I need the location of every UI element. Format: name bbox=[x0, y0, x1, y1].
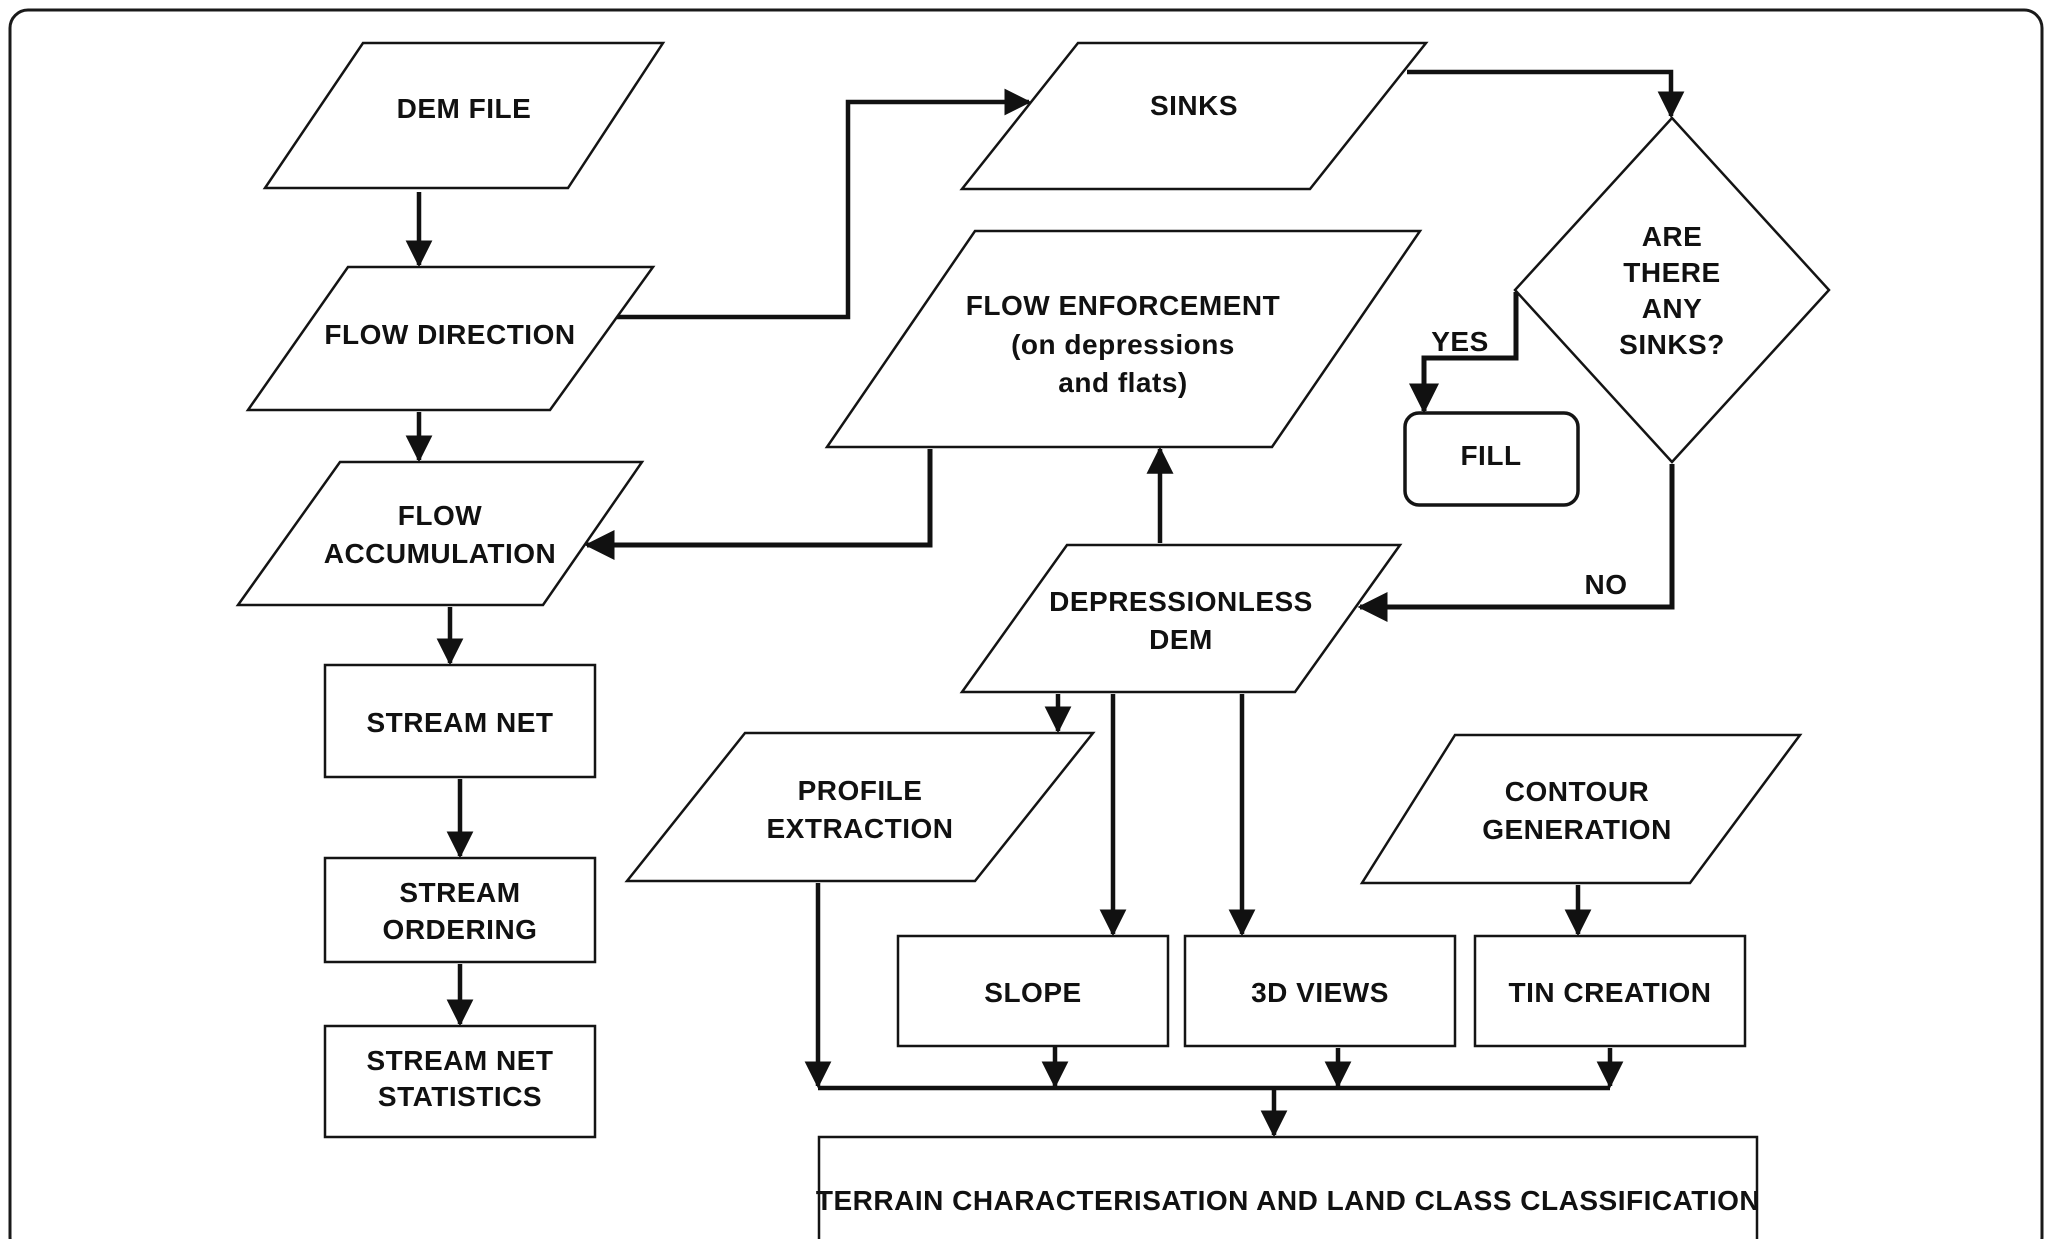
node-flow-direction: FLOW DIRECTION bbox=[245, 265, 656, 412]
edge-decision-yes-to-fill bbox=[1409, 292, 1519, 414]
contour-generation-label-line2: GENERATION bbox=[1482, 814, 1672, 845]
profile-extraction-shape bbox=[624, 731, 1096, 883]
node-flow-accumulation: FLOW ACCUMULATION bbox=[235, 460, 645, 607]
sinks-decision-label-line2: THERE bbox=[1623, 257, 1720, 288]
node-flow-enforcement: FLOW ENFORCEMENT (on depressions and fla… bbox=[824, 229, 1423, 449]
stream-net-statistics-label-line1: STREAM NET bbox=[367, 1045, 554, 1076]
stream-net-shape bbox=[323, 663, 597, 779]
terrain-characterisation-label: TERRAIN CHARACTERISATION AND LAND CLASS … bbox=[816, 1185, 1760, 1216]
sinks-shape bbox=[959, 41, 1429, 191]
node-contour-generation: CONTOUR GENERATION bbox=[1359, 733, 1803, 885]
node-fill: FILL bbox=[1403, 411, 1580, 507]
node-tin-creation: TIN CREATION bbox=[1473, 934, 1747, 1048]
sinks-decision-shape bbox=[1513, 116, 1831, 464]
node-stream-net-statistics: STREAM NET STATISTICS bbox=[323, 1024, 597, 1139]
3d-views-shape bbox=[1183, 934, 1457, 1048]
contour-generation-shape bbox=[1359, 733, 1803, 885]
fill-shape bbox=[1403, 411, 1580, 507]
fill-label: FILL bbox=[1460, 440, 1521, 471]
flow-enforcement-label-line3: and flats) bbox=[1058, 367, 1187, 398]
flow-enforcement-label-line2: (on depressions bbox=[1011, 329, 1235, 360]
stream-net-statistics-label-line2: STATISTICS bbox=[378, 1081, 542, 1112]
flow-enforcement-shape bbox=[824, 229, 1423, 449]
edge-label-yes: YES bbox=[1431, 326, 1489, 357]
stream-net-statistics-shape bbox=[323, 1024, 597, 1139]
node-profile-extraction: PROFILE EXTRACTION bbox=[624, 731, 1096, 883]
profile-extraction-label-line2: EXTRACTION bbox=[767, 813, 954, 844]
node-terrain-characterisation: TERRAIN CHARACTERISATION AND LAND CLASS … bbox=[816, 1135, 1760, 1239]
stream-ordering-label-line1: STREAM bbox=[399, 877, 520, 908]
node-3d-views: 3D VIEWS bbox=[1183, 934, 1457, 1048]
terrain-characterisation-shape bbox=[817, 1135, 1759, 1239]
depressionless-dem-label-line1: DEPRESSIONLESS bbox=[1049, 586, 1313, 617]
flow-direction-shape bbox=[245, 265, 656, 412]
contour-generation-label-line1: CONTOUR bbox=[1505, 776, 1650, 807]
depressionless-dem-shape bbox=[959, 543, 1403, 694]
flow-enforcement-label-line1: FLOW ENFORCEMENT bbox=[966, 290, 1280, 321]
edge-flow-enforcement-to-flow-accumulation bbox=[584, 449, 933, 560]
dem-file-shape bbox=[262, 41, 666, 190]
tin-creation-shape bbox=[1473, 934, 1747, 1048]
slope-label: SLOPE bbox=[984, 977, 1081, 1008]
sinks-label: SINKS bbox=[1150, 90, 1238, 121]
slope-shape bbox=[896, 934, 1170, 1048]
edge-label-no: NO bbox=[1585, 569, 1628, 600]
sinks-decision-label-line4: SINKS? bbox=[1619, 329, 1725, 360]
flow-accumulation-label-line2: ACCUMULATION bbox=[324, 538, 557, 569]
edge-flow-direction-to-sinks bbox=[617, 88, 1032, 320]
profile-extraction-label-line1: PROFILE bbox=[798, 775, 923, 806]
sinks-decision-label-line3: ANY bbox=[1642, 293, 1703, 324]
node-dem-file: DEM FILE bbox=[262, 41, 666, 190]
3d-views-label: 3D VIEWS bbox=[1251, 977, 1389, 1008]
stream-ordering-shape bbox=[323, 856, 597, 964]
node-depressionless-dem: DEPRESSIONLESS DEM bbox=[959, 543, 1403, 694]
edges bbox=[405, 69, 1685, 1138]
edge-decision-no-to-depressionless-dem bbox=[1357, 464, 1675, 622]
tin-creation-label: TIN CREATION bbox=[1508, 977, 1711, 1008]
stream-net-label: STREAM NET bbox=[367, 707, 554, 738]
node-sinks-decision: ARE THERE ANY SINKS? bbox=[1513, 116, 1831, 464]
page-border bbox=[8, 8, 2044, 1239]
edge-sinks-to-decision bbox=[1407, 69, 1685, 119]
node-sinks: SINKS bbox=[959, 41, 1429, 191]
flow-direction-label: FLOW DIRECTION bbox=[324, 319, 575, 350]
dem-file-label: DEM FILE bbox=[397, 93, 532, 124]
node-stream-ordering: STREAM ORDERING bbox=[323, 856, 597, 964]
flow-accumulation-shape bbox=[235, 460, 645, 607]
node-slope: SLOPE bbox=[896, 934, 1170, 1048]
flow-accumulation-label-line1: FLOW bbox=[398, 500, 482, 531]
depressionless-dem-label-line2: DEM bbox=[1149, 624, 1213, 655]
sinks-decision-label-line1: ARE bbox=[1642, 221, 1703, 252]
stream-ordering-label-line2: ORDERING bbox=[383, 914, 538, 945]
node-stream-net: STREAM NET bbox=[323, 663, 597, 779]
